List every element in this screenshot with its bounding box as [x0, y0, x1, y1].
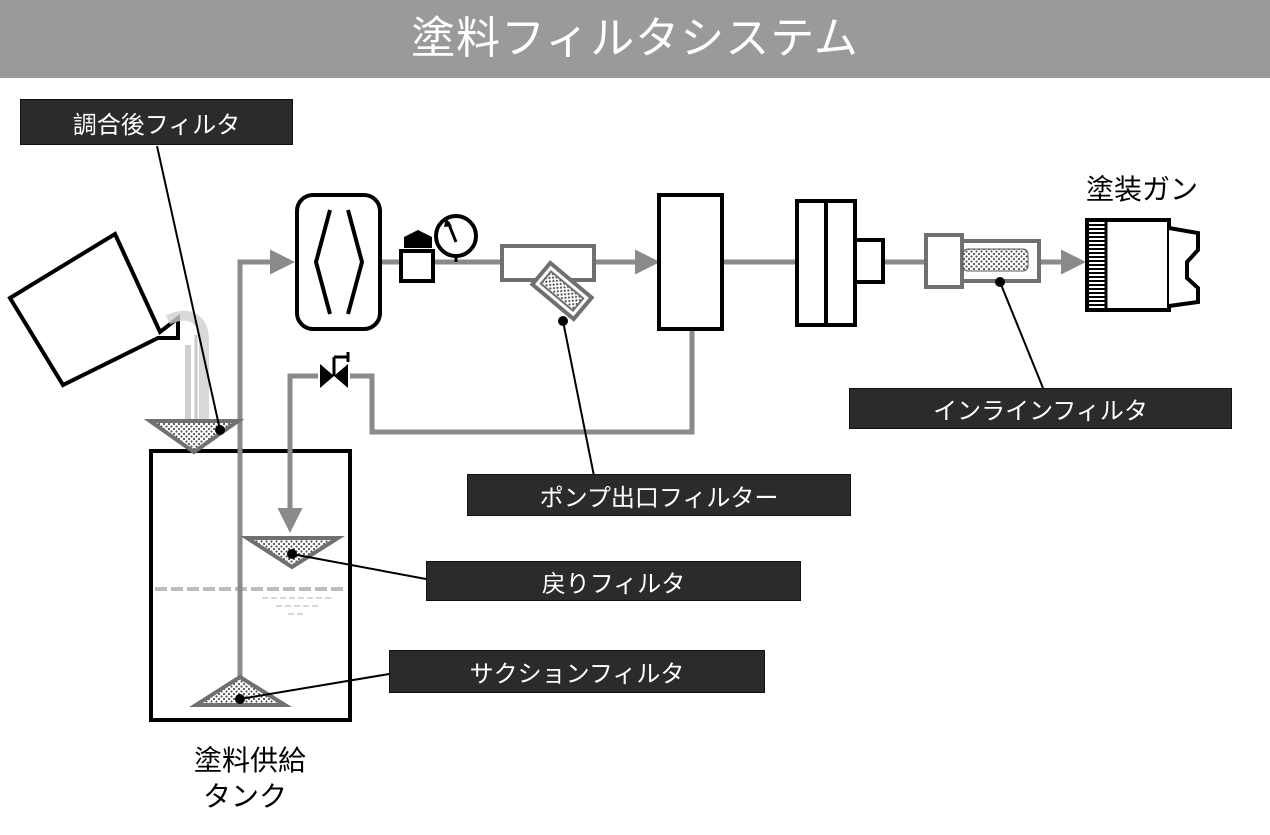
label-inline-filter: インラインフィルタ [849, 388, 1232, 429]
page-title: 塗料フィルタシステム [411, 13, 859, 64]
pipe-network [237, 249, 1086, 680]
leader-lines [156, 145, 1044, 700]
label-suction-filter: サクションフィルタ [389, 650, 765, 693]
after-mix-filter [143, 419, 245, 455]
label-tank-line1: 塗料供給 [193, 744, 306, 777]
label-spray-gun: 塗装ガン [1085, 173, 1198, 206]
pressure-gauge [399, 214, 478, 283]
label-after-mix-filter: 調合後フィルタ [20, 99, 293, 145]
title-bar: 塗料フィルタシステム [0, 0, 1270, 78]
pump-outlet-filter [500, 244, 596, 322]
label-tank-line2: タンク [202, 780, 287, 813]
return-valve-icon [320, 352, 350, 388]
inline-filter [924, 233, 1041, 289]
label-pump-outlet-filter: ポンプ出口フィルター [467, 474, 851, 516]
paint-can-icon [7, 231, 209, 422]
pump [295, 193, 382, 331]
process-unit [657, 193, 724, 331]
suction-filter [189, 674, 292, 707]
level-ripples [262, 597, 334, 615]
spray-gun-icon [1085, 218, 1200, 312]
flow-meter [795, 199, 885, 327]
leader-dots [215, 277, 1005, 704]
label-return-filter: 戻りフィルタ [426, 561, 801, 601]
supply-tank [149, 449, 352, 722]
